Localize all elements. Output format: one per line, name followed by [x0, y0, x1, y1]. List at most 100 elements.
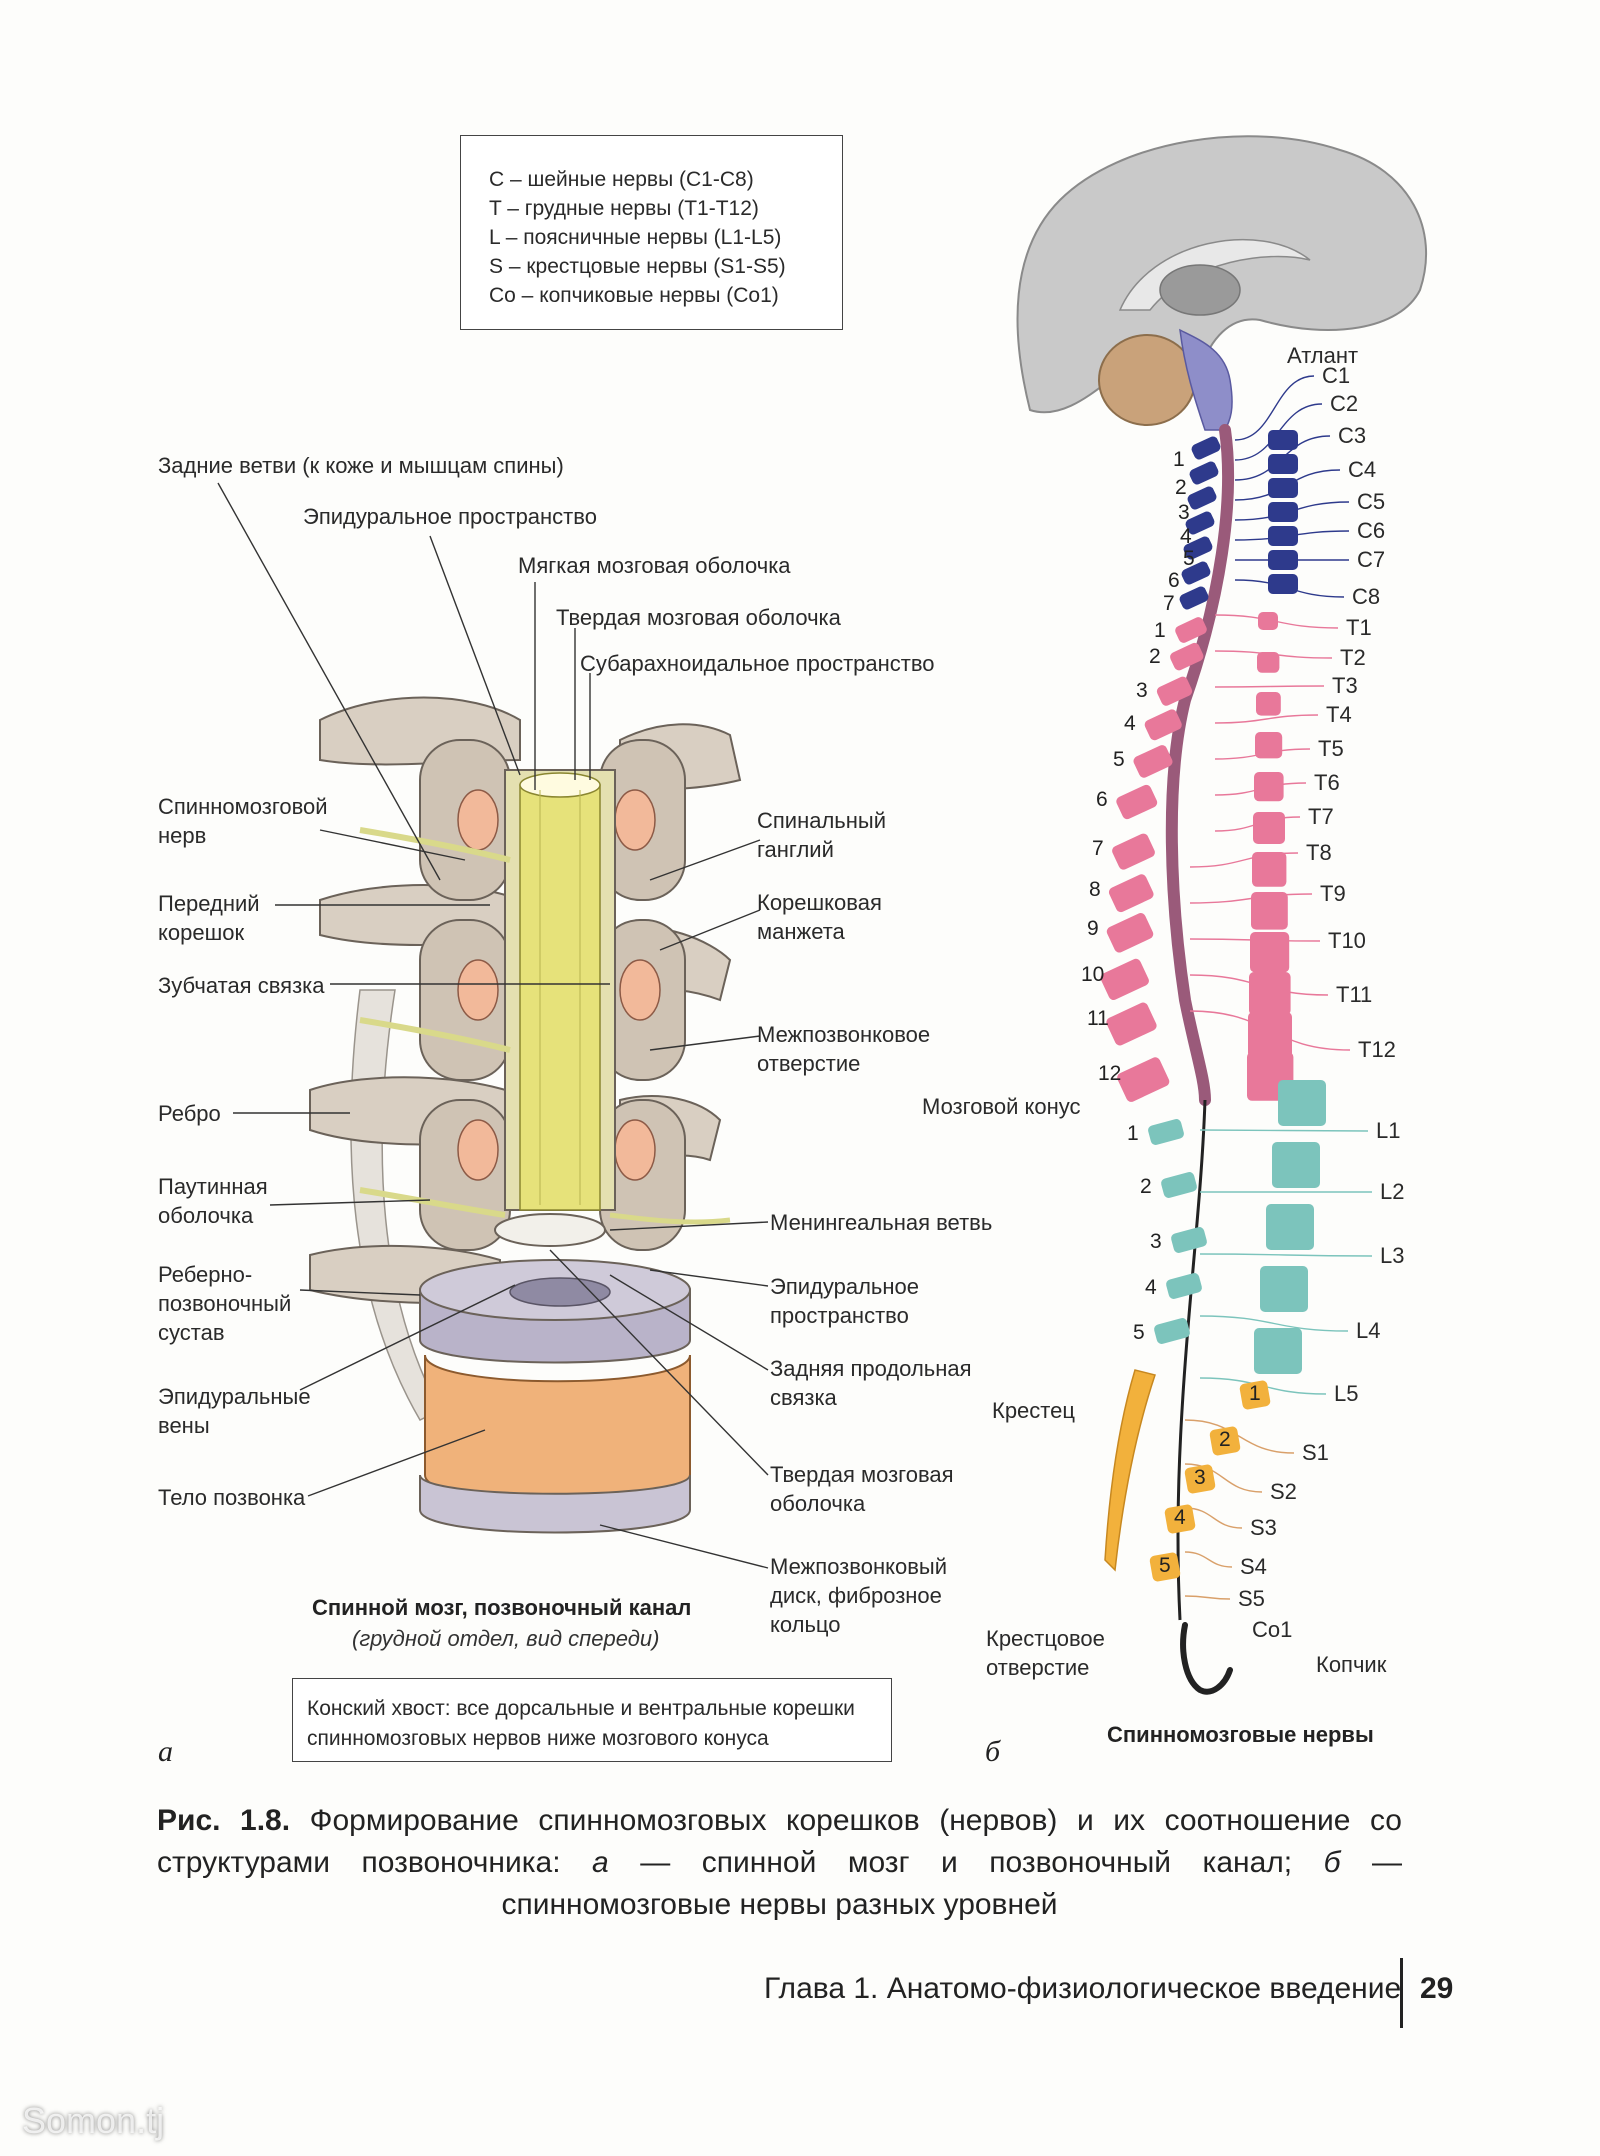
nerve-label-c7: C7	[1357, 547, 1386, 572]
vertebra-left-c2	[1189, 461, 1219, 485]
nerve-label-l1: L1	[1376, 1118, 1401, 1143]
nerve-label-c2: C2	[1330, 391, 1359, 416]
nerve-label-l2: L2	[1380, 1179, 1405, 1204]
nerve-line-t4	[1214, 714, 1319, 724]
nerve-label-t9: T9	[1320, 881, 1346, 906]
sacral-number-1: 1	[1249, 1382, 1261, 1405]
vertebra-left-t8	[1108, 874, 1154, 913]
nerve-label-s4: S4	[1240, 1554, 1267, 1579]
spinal-column-b	[1104, 424, 1234, 1695]
nerve-label-l5: L5	[1334, 1381, 1359, 1406]
label-epidural-veins: Эпидуральные вены	[158, 1384, 311, 1438]
legend-item-coccygeal: Co – копчиковые нервы (Co1)	[489, 284, 779, 307]
sacral-segment-1	[1239, 1380, 1271, 1410]
label-subarachnoid-space: Субарахноидальное пространство	[580, 651, 935, 676]
vertebra-block-t9	[1250, 932, 1290, 973]
vertebra-number-c5: 5	[1183, 547, 1195, 570]
legend-item-lumbar: L – поясничные нервы (L1-L5)	[489, 226, 782, 249]
vertebra-block-l3	[1266, 1204, 1314, 1250]
vertebra-number-l4: 4	[1145, 1276, 1157, 1299]
footer-divider	[1400, 1958, 1403, 2028]
nerve-label-c5: C5	[1357, 489, 1386, 514]
label-conus-medullaris: Мозговой конус	[922, 1094, 1081, 1119]
label-coccyx: Копчик	[1316, 1652, 1387, 1677]
nerve-label-c8: C8	[1352, 584, 1381, 609]
vertebra-left-l5	[1154, 1318, 1190, 1344]
panel-a-title: Спинной мозг, позвоночный канал	[312, 1595, 692, 1620]
vertebra-block-l5	[1254, 1328, 1302, 1374]
label-sacral-hiatus: Крестцовое отверстие	[986, 1626, 1105, 1680]
caption-b: б	[1323, 1846, 1341, 1879]
nerve-line-s5	[1184, 1595, 1231, 1600]
vertebra-block-c7	[1268, 574, 1298, 594]
vertebra-number-t10: 10	[1081, 963, 1105, 986]
vertebra-left-t6	[1116, 784, 1158, 820]
legend-item-sacral: S – крестцовые нервы (S1-S5)	[489, 255, 786, 278]
label-sacrum: Крестец	[992, 1398, 1075, 1423]
nerve-line-c1	[1234, 375, 1315, 441]
vertebra-block-c6	[1268, 550, 1298, 570]
brain-drawing	[1016, 135, 1428, 431]
nerve-line-l4	[1199, 1315, 1349, 1332]
label-dura-mater-right: Твердая мозговая оболочка	[770, 1462, 954, 1516]
vertebra-number-c1: 1	[1173, 448, 1185, 471]
legend-box: C – шейные нервы (C1-C8) T – грудные нер…	[460, 135, 843, 330]
vertebra-left-t11	[1106, 1002, 1157, 1046]
vertebra-number-t4: 4	[1124, 712, 1136, 735]
nerve-line-l3	[1199, 1253, 1373, 1257]
vertebra-left-c3	[1187, 486, 1217, 510]
vertebra-left-c5	[1183, 536, 1213, 560]
page-number: 29	[1420, 1972, 1454, 2005]
vertebra-number-c6: 6	[1168, 569, 1180, 592]
legend-item-thoracic: T – грудные нервы (T1-T12)	[489, 197, 759, 220]
vertebra-blocks	[1100, 430, 1326, 1582]
label-vertebral-body: Тело позвонка	[158, 1485, 306, 1510]
vertebra-block-t7	[1252, 852, 1287, 887]
sacral-number-4: 4	[1174, 1506, 1186, 1529]
caption-a: а	[592, 1846, 609, 1879]
figure-caption: Рис. 1.8. Формирование спинномозговых ко…	[157, 1800, 1402, 1926]
vertebra-block-c4	[1268, 502, 1298, 522]
nerve-label-t7: T7	[1308, 804, 1334, 829]
nerve-label-l4: L4	[1356, 1318, 1381, 1343]
nerve-label-c6: C6	[1357, 518, 1386, 543]
vertebra-number-l3: 3	[1150, 1230, 1162, 1253]
vertebra-left-c1	[1191, 436, 1221, 460]
panel-a-subtitle: (грудной отдел, вид спереди)	[352, 1626, 660, 1651]
vertebra-left-t4	[1144, 709, 1182, 741]
vertebra-number-l1: 1	[1127, 1122, 1139, 1145]
nerve-line-t3	[1214, 685, 1325, 688]
label-epidural-space-right: Эпидуральное пространство	[770, 1274, 919, 1328]
nerve-label-t10: T10	[1328, 928, 1366, 953]
label-posterior-longitudinal-ligament: Задняя продольная связка	[770, 1356, 972, 1410]
vertebra-left-t1	[1175, 617, 1207, 643]
sacral-segment-3	[1184, 1464, 1216, 1494]
nerve-label-t12: T12	[1358, 1037, 1396, 1062]
vertebra-left-c6	[1181, 561, 1211, 585]
vertebra-block-t6	[1253, 812, 1285, 844]
vertebra-number-t6: 6	[1096, 788, 1108, 811]
watermark: Somon.tj	[22, 2100, 165, 2141]
chapter-title: Глава 1. Анатомо-физиологическое введени…	[764, 1972, 1402, 2005]
vertebra-number-t9: 9	[1087, 917, 1099, 940]
nerve-label-t11: T11	[1336, 982, 1373, 1007]
nerve-label-t3: T3	[1332, 673, 1358, 698]
vertebra-block-t2	[1257, 652, 1280, 673]
vertebra-block-l4	[1260, 1266, 1308, 1312]
caption-part2: — спинной мозг и позвоночный канал;	[608, 1846, 1324, 1879]
nerve-line-s1	[1184, 1419, 1295, 1454]
label-anterior-root: Передний корешок	[158, 891, 260, 945]
vertebra-left-t2	[1170, 642, 1204, 671]
label-costovertebral-joint: Реберно- позвоночный сустав	[158, 1262, 292, 1345]
vertebra-number-c2: 2	[1175, 476, 1187, 499]
nerve-line-s4	[1184, 1551, 1233, 1568]
vertebra-block-t10	[1249, 972, 1291, 1016]
vertebra-block-t11	[1248, 1012, 1292, 1058]
nerve-label-s2: S2	[1270, 1479, 1297, 1504]
nerve-label-c1: C1	[1322, 363, 1351, 388]
label-spinal-nerve: Спинномозговой нерв	[158, 794, 328, 848]
caption-part1: Формирование спинномозговых корешков (не…	[157, 1804, 1402, 1879]
vertebra-left-l4	[1166, 1273, 1202, 1299]
vertebra-block-l1	[1278, 1080, 1326, 1126]
